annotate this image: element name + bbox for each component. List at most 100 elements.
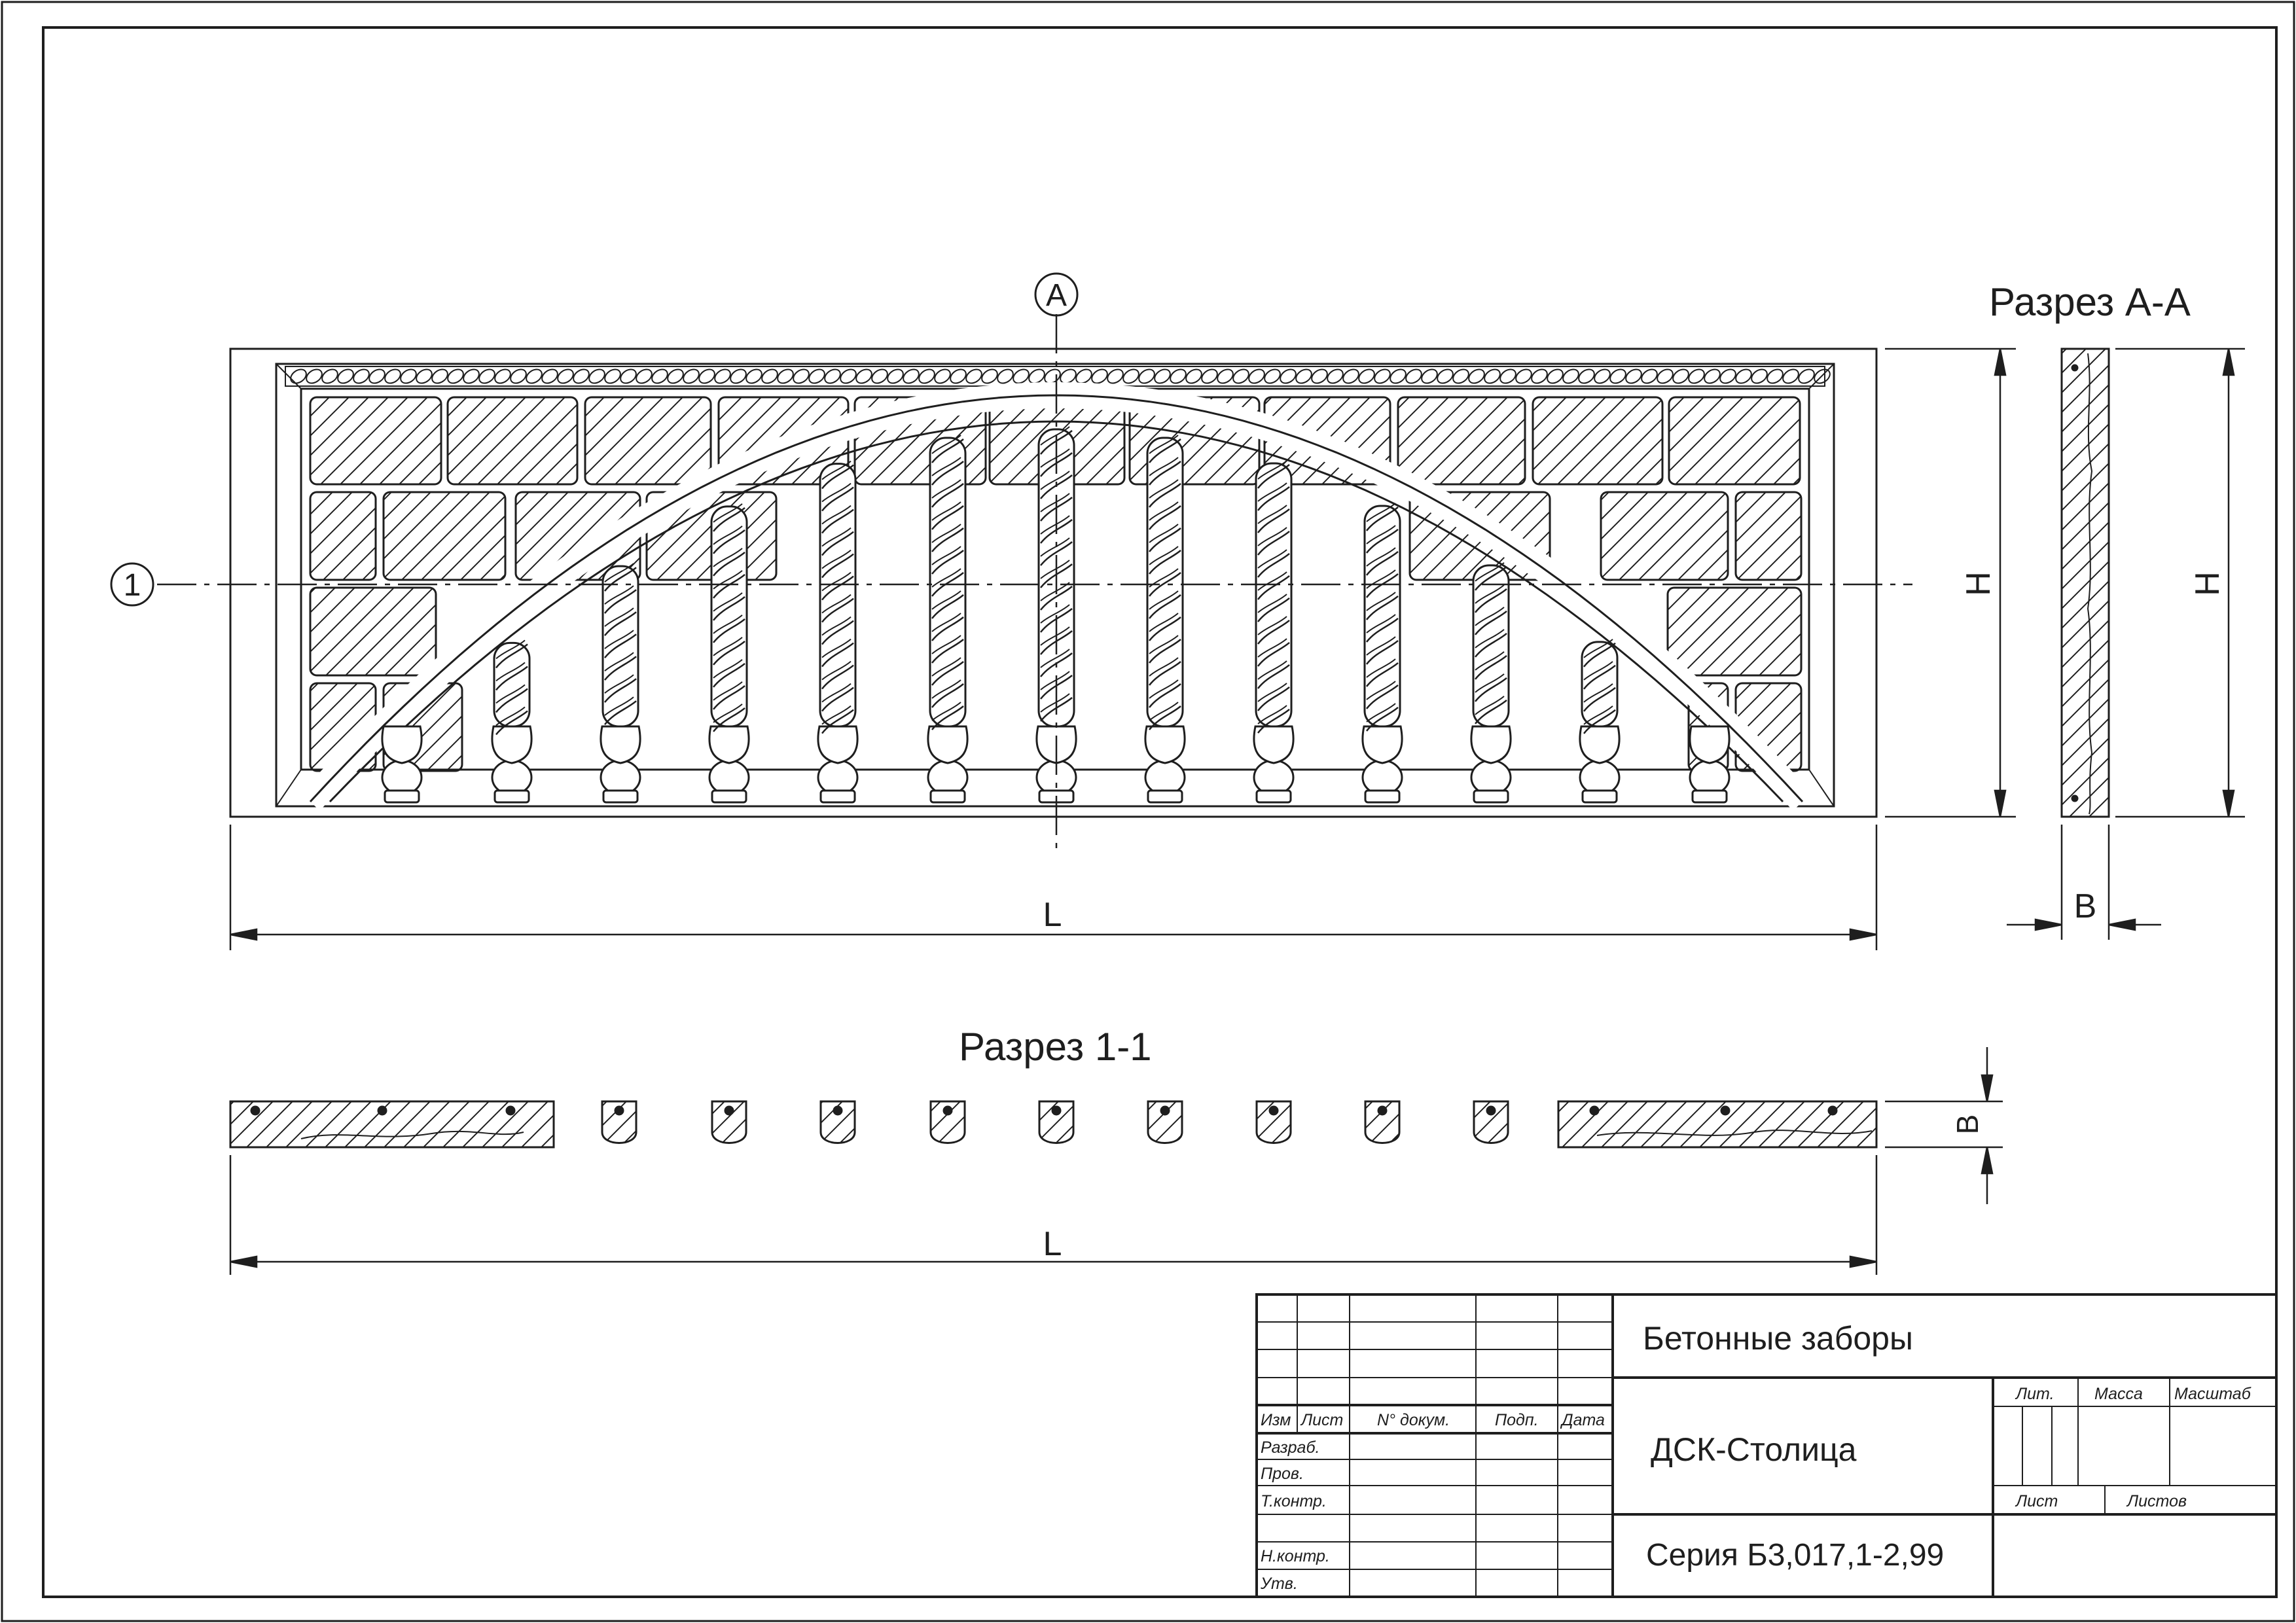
row-utv: Утв. — [1260, 1575, 1298, 1593]
post-outline — [1038, 1100, 1075, 1144]
col-date: Дата — [1560, 1411, 1605, 1429]
baluster-twist — [931, 546, 961, 565]
post-outline — [1364, 1100, 1401, 1144]
scale-label: Масштаб — [2174, 1385, 2251, 1403]
baluster-twist — [713, 507, 745, 532]
section-1-right-block — [1557, 1100, 1878, 1149]
baluster-twist — [1366, 569, 1396, 589]
rebar-dot — [377, 1105, 387, 1116]
baluster-twist — [1149, 479, 1179, 499]
baluster-twist — [713, 529, 745, 554]
baluster-twist — [1366, 614, 1396, 633]
baluster-twist — [713, 526, 743, 545]
baluster-twist — [1040, 626, 1070, 646]
baluster-twist — [821, 571, 852, 592]
baluster-twist — [604, 607, 634, 627]
baluster — [927, 435, 969, 804]
rope-twist — [1075, 368, 1092, 384]
baluster-twist — [931, 479, 961, 499]
rope-twist — [1531, 368, 1548, 384]
dimension-b-plan — [1885, 1047, 2003, 1204]
front-view — [229, 348, 1878, 818]
baluster-twist — [1149, 505, 1181, 530]
baluster-twist — [1040, 426, 1070, 446]
baluster-twist — [931, 524, 961, 543]
baluster-twist — [713, 659, 743, 679]
baluster-twist — [931, 616, 964, 641]
dimension-l-front-label: L — [1043, 896, 1062, 934]
baluster-twist — [1257, 571, 1287, 591]
baluster-foot — [384, 789, 420, 804]
baluster-twist — [604, 585, 634, 605]
baluster-twist — [1149, 527, 1181, 552]
stone-block — [1397, 396, 1526, 486]
baluster-twist — [604, 589, 637, 614]
baluster-twist — [821, 597, 854, 623]
rebar-dot — [1720, 1105, 1731, 1116]
rebar-dot — [1160, 1105, 1170, 1116]
baluster — [1035, 426, 1077, 804]
baluster-twist — [604, 678, 637, 703]
baluster-twist — [1366, 503, 1396, 522]
baluster-base — [1579, 759, 1621, 796]
rope-twist — [1594, 368, 1611, 384]
baluster-twist — [713, 615, 743, 634]
dimension-l-front — [229, 825, 1878, 950]
baluster-twist — [1475, 673, 1505, 693]
panel-outline — [229, 348, 1878, 818]
post-section — [601, 1100, 637, 1144]
rope-twist — [1751, 368, 1768, 384]
baluster-twist — [1257, 575, 1290, 600]
baluster — [1361, 503, 1403, 804]
baluster-twist — [931, 550, 964, 575]
baluster-twist — [931, 679, 961, 699]
rope-twist — [1609, 368, 1626, 384]
baluster-twist — [1257, 620, 1290, 645]
baluster-twist — [1475, 562, 1505, 582]
baluster-twist — [604, 652, 634, 671]
baluster-twist — [713, 618, 745, 643]
baluster-twist — [1040, 693, 1070, 713]
baluster-base — [817, 759, 859, 796]
baluster-twist — [821, 660, 852, 681]
baluster-twist — [1149, 572, 1181, 597]
marker-a-circle — [1034, 272, 1079, 317]
baluster-twist — [1257, 660, 1287, 680]
baluster-twist — [713, 662, 745, 688]
baluster-bulb — [708, 725, 750, 764]
rope-twist — [1358, 368, 1375, 384]
baluster-base — [1689, 759, 1731, 796]
baluster-twist — [1149, 457, 1179, 476]
baluster — [600, 563, 641, 804]
baluster-base — [381, 759, 423, 796]
rope-twist — [416, 368, 433, 384]
post-outline — [1473, 1100, 1509, 1144]
baluster-twist — [495, 639, 526, 660]
post-section — [1364, 1100, 1401, 1144]
rope-twist — [1625, 368, 1642, 384]
baluster-twist — [821, 527, 852, 547]
baluster-twist — [1257, 553, 1290, 578]
section-1-title: Разрез 1-1 — [959, 1025, 1152, 1069]
baluster-twist — [1366, 706, 1399, 732]
rope-twist — [368, 368, 386, 384]
baluster-twist — [821, 464, 854, 490]
rope-twist — [620, 368, 637, 384]
rebar-dot — [942, 1105, 953, 1116]
post-outline — [1255, 1100, 1292, 1144]
row-tkontr: Т.контр. — [1261, 1492, 1327, 1510]
baluster — [491, 639, 533, 804]
section-a-title: Разрез А-А — [1989, 280, 2191, 324]
baluster-foot — [819, 789, 856, 804]
rope-twist — [400, 368, 417, 384]
baluster-twist — [1257, 687, 1290, 711]
baluster-twist — [1257, 616, 1287, 635]
section-1-posts — [250, 1100, 1838, 1144]
baluster-twist — [821, 664, 854, 690]
rope-twist — [1547, 368, 1564, 384]
baluster-foot — [1364, 789, 1401, 804]
marker-1-label: 1 — [124, 568, 141, 603]
baluster-twist — [1040, 515, 1070, 535]
baluster-twist — [931, 438, 964, 463]
rope-twist — [557, 368, 574, 384]
